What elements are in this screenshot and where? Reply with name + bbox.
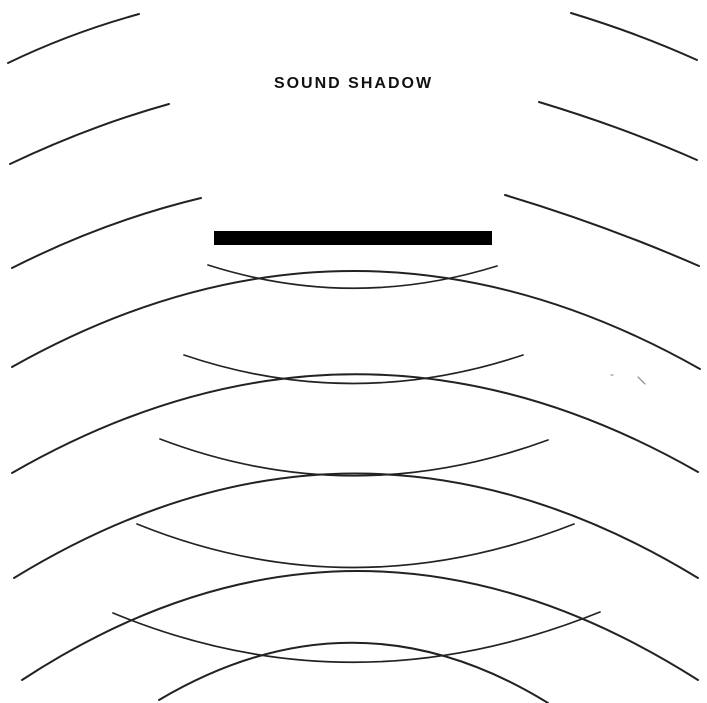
diffracted-wave-1	[208, 265, 497, 288]
wavefront-large-3	[14, 474, 698, 579]
diffracted-wave-3	[160, 439, 548, 476]
wavefront-large-4	[22, 571, 698, 680]
wavefront-left-3	[12, 198, 201, 268]
wavefront-right-1	[571, 13, 697, 60]
wavefront-large-2	[12, 374, 698, 473]
wavefront-left-1	[8, 14, 139, 63]
wavefront-left-2	[10, 104, 169, 164]
wavefront-right-2	[539, 102, 697, 160]
diffracted-wave-4	[137, 524, 574, 568]
wavefront-right-3	[505, 195, 699, 266]
sound-barrier	[214, 231, 492, 245]
wavefront-large-5	[159, 643, 548, 703]
diffracted-wave-2	[184, 355, 523, 384]
wavefront-large-1	[12, 271, 700, 369]
diffracted-wave-5	[113, 612, 600, 662]
scan-speck	[638, 377, 645, 384]
